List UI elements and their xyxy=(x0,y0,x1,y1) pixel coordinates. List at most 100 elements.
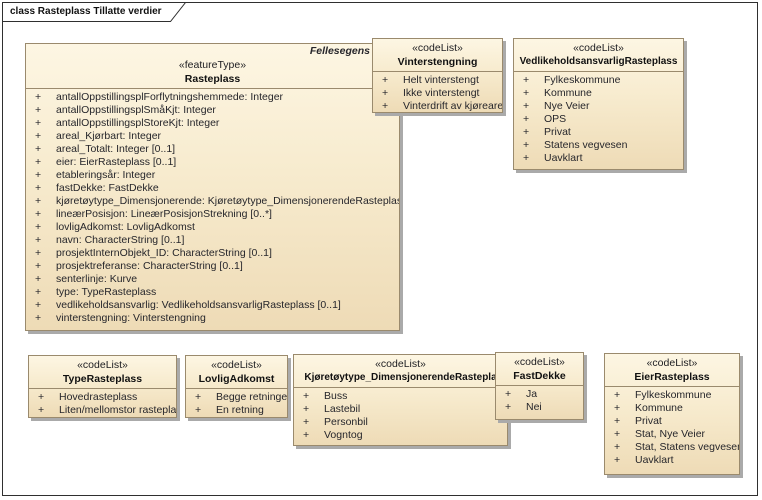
stereotype-label: «codeList» xyxy=(77,359,128,371)
class-header: «codeList» Kjøretøytype_DimensjonerendeR… xyxy=(294,355,507,388)
attribute-row: +Kommune xyxy=(514,87,683,100)
attribute-text: prosjektInternObjekt_ID: CharacterString… xyxy=(56,247,272,259)
attribute-row: +Uavklart xyxy=(514,152,683,165)
visibility-marker: + xyxy=(35,260,42,272)
attribute-text: antallOppstillingsplForflytningshemmede:… xyxy=(56,91,284,103)
attribute-row: + Helt vinterstengt xyxy=(373,74,502,87)
attribute-text: areal_Kjørbart: Integer xyxy=(56,130,162,142)
visibility-marker: + xyxy=(382,100,389,112)
attribute-row: +fastDekke: FastDekke xyxy=(26,182,399,195)
visibility-marker: + xyxy=(38,391,45,403)
attribute-list: +Begge retninger+En retning xyxy=(186,389,287,417)
class-name: TypeRasteplass xyxy=(62,373,143,385)
stereotype-label: «codeList» xyxy=(375,358,426,370)
visibility-marker: + xyxy=(505,401,512,413)
attribute-text: Helt vinterstengt xyxy=(403,74,479,86)
visibility-marker: + xyxy=(35,117,42,129)
attribute-row: + prosjektreferanse: CharacterString [0..… xyxy=(26,260,399,273)
attribute-text: areal_Totalt: Integer [0..1] xyxy=(56,143,176,155)
visibility-marker: + xyxy=(35,299,42,311)
attribute-row: + Stat, Statens vegvesen xyxy=(605,441,739,454)
class-box-kjoretoytype-dimensjonerende-rasteplass[interactable]: «codeList» Kjøretøytype_DimensjonerendeR… xyxy=(293,354,508,446)
class-header: «codeList» TypeRasteplass xyxy=(29,356,176,389)
class-header: «codeList» Vinterstengning xyxy=(373,39,502,72)
attribute-row: +antallOppstillingsplSmåKjt: Integer xyxy=(26,104,399,117)
class-box-lovlig-adkomst[interactable]: «codeList» LovligAdkomst +Begge retninge… xyxy=(185,355,288,418)
attribute-row: +Fylkeskommune xyxy=(605,389,739,402)
attribute-row: +Personbil xyxy=(294,416,507,429)
stereotype-label: «codeList» xyxy=(211,359,262,371)
attribute-row: + type: TypeRasteplass xyxy=(26,286,399,299)
visibility-marker: + xyxy=(195,391,202,403)
attribute-row: +navn: CharacterString [0..1] xyxy=(26,234,399,247)
attribute-row: +Ikke vinterstengt xyxy=(373,87,502,100)
attribute-row: +etableringsår: Integer xyxy=(26,169,399,182)
attribute-list: +Fylkeskommune+Kommune+Privat+Stat, Nye … xyxy=(605,387,739,467)
attribute-text: Stat, Statens vegvesen xyxy=(635,441,739,453)
attribute-text: Vinterdrift av kjøreareal xyxy=(403,100,502,112)
attribute-row: +areal_Kjørbart: Integer xyxy=(26,130,399,143)
attribute-text: Uavklart xyxy=(635,454,674,466)
attribute-text: Privat xyxy=(544,126,571,138)
attribute-text: prosjektreferanse: CharacterString [0..1… xyxy=(56,260,243,272)
visibility-marker: + xyxy=(523,100,530,112)
visibility-marker: + xyxy=(38,404,45,416)
visibility-marker: + xyxy=(35,208,42,220)
visibility-marker: + xyxy=(382,74,389,86)
class-header: «codeList» LovligAdkomst xyxy=(186,356,287,389)
attribute-list: + Helt vinterstengt+Ikke vinterstengt+ Vin… xyxy=(373,72,502,112)
attribute-row: +prosjektInternObjekt_ID: CharacterStrin… xyxy=(26,247,399,260)
class-box-rasteplass[interactable]: Fellesegens «featureType» Rasteplass +an… xyxy=(25,43,400,331)
visibility-marker: + xyxy=(505,388,512,400)
attribute-row: +lineærPosisjon: LineærPosisjonStrekning… xyxy=(26,208,399,221)
visibility-marker: + xyxy=(35,286,42,298)
visibility-marker: + xyxy=(35,195,42,207)
visibility-marker: + xyxy=(35,143,42,155)
attribute-text: fastDekke: FastDekke xyxy=(56,182,159,194)
attribute-row: +antallOppstillingsplStoreKjt: Integer xyxy=(26,117,399,130)
attribute-text: vedlikeholdsansvarlig: Vedlikeholdsansva… xyxy=(56,299,341,311)
class-box-fast-dekke[interactable]: «codeList» FastDekke +Ja+Nei xyxy=(495,352,584,420)
visibility-marker: + xyxy=(614,415,621,427)
visibility-marker: + xyxy=(382,87,389,99)
attribute-text: Vogntog xyxy=(324,429,363,441)
class-box-type-rasteplass[interactable]: «codeList» TypeRasteplass + Hovedrastepla… xyxy=(28,355,177,418)
attribute-text: En retning xyxy=(216,404,264,416)
class-box-eier-rasteplass[interactable]: «codeList» EierRasteplass +Fylkeskommune… xyxy=(604,353,740,475)
visibility-marker: + xyxy=(195,404,202,416)
visibility-marker: + xyxy=(35,169,42,181)
visibility-marker: + xyxy=(614,402,621,414)
attribute-text: Buss xyxy=(324,390,348,402)
attribute-text: vinterstengning: Vinterstengning xyxy=(56,312,206,324)
class-name: Kjøretøytype_DimensjonerendeRastepla xyxy=(304,372,497,383)
attribute-row: +Vogntog xyxy=(294,429,507,442)
class-name: LovligAdkomst xyxy=(198,373,275,385)
attribute-row: +Nye Veier xyxy=(514,100,683,113)
attribute-text: Ja xyxy=(526,388,538,400)
attribute-text: type: TypeRasteplass xyxy=(56,286,157,298)
class-box-vedlikeholdsansvarlig-rasteplass[interactable]: «codeList» VedlikeholdsansvarligRastepla… xyxy=(513,38,684,170)
attribute-row: +Liten/mellomstor rasteplass xyxy=(29,404,176,417)
visibility-marker: + xyxy=(303,390,310,402)
class-box-vinterstengning[interactable]: «codeList» Vinterstengning + Helt vinters… xyxy=(372,38,503,113)
attribute-text: OPS xyxy=(544,113,567,125)
attribute-row: + vinterstengning: Vinterstengning xyxy=(26,312,399,325)
visibility-marker: + xyxy=(35,156,42,168)
attribute-text: Hovedrasteplass xyxy=(59,391,138,403)
visibility-marker: + xyxy=(35,234,42,246)
visibility-marker: + xyxy=(523,152,530,164)
visibility-marker: + xyxy=(614,441,621,453)
frame-title: class Rasteplass Tillatte verdier xyxy=(10,6,162,17)
attribute-text: eier: EierRasteplass [0..1] xyxy=(56,156,177,168)
attribute-text: senterlinje: Kurve xyxy=(56,273,138,285)
attribute-text: kjøretøytype_Dimensjonerende: Kjøretøyty… xyxy=(56,195,399,207)
stereotype-label: «codeList» xyxy=(573,42,624,54)
visibility-marker: + xyxy=(303,416,310,428)
attribute-row: + kjøretøytype_Dimensjonerende: Kjøretøyt… xyxy=(26,195,399,208)
class-header: «codeList» VedlikeholdsansvarligRastepla… xyxy=(514,39,683,72)
visibility-marker: + xyxy=(35,91,42,103)
class-name: Rasteplass xyxy=(184,73,241,85)
visibility-marker: + xyxy=(523,139,530,151)
attribute-list: + Hovedrasteplass+Liten/mellomstor rastep… xyxy=(29,389,176,417)
visibility-marker: + xyxy=(35,312,42,324)
